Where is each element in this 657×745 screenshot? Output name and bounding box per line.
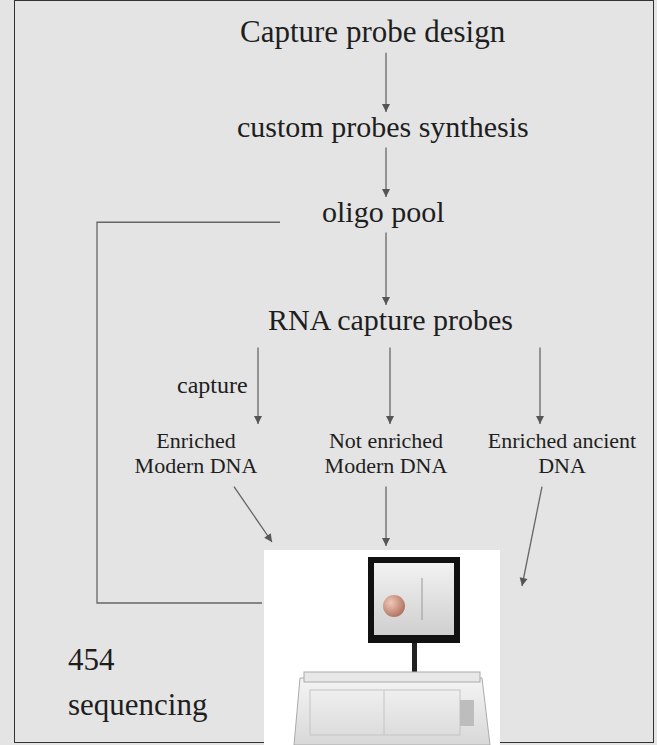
flow-arrow [522, 487, 542, 586]
instrument-name: 454 sequencing [68, 638, 238, 728]
flow-arrow [385, 53, 386, 112]
flow-step: Capture probe design [240, 14, 505, 50]
sequencer-box: 454 sequencing [264, 550, 500, 745]
flow-step: RNA capture probes [268, 303, 513, 338]
flow-arrow [385, 487, 386, 546]
flow-arrow [385, 148, 386, 198]
flow-step: Enriched Modern DNA [121, 428, 271, 479]
flow-arrow [257, 348, 258, 425]
flow-arrow [385, 233, 386, 306]
flow-arrow [97, 222, 280, 603]
step-label: oligo pool [322, 195, 445, 230]
flow-arrow [389, 348, 390, 425]
sequencer-illustration [264, 550, 500, 745]
step-label: Capture probe design [240, 14, 505, 50]
edge-label: capture [177, 372, 248, 399]
flow-step: Enriched ancient DNA [487, 428, 637, 479]
step-label: RNA capture probes [268, 303, 513, 338]
step-label: Enriched ancient DNA [487, 428, 637, 479]
flow-arrow [539, 348, 540, 425]
flow-step: Not enriched Modern DNA [311, 428, 461, 479]
flow-arrow [234, 487, 272, 542]
step-label: Not enriched Modern DNA [311, 428, 461, 479]
flow-step: oligo pool [322, 195, 445, 230]
step-label: Enriched Modern DNA [121, 428, 271, 479]
flow-step: custom probes synthesis [237, 110, 529, 145]
step-label: custom probes synthesis [237, 110, 529, 145]
